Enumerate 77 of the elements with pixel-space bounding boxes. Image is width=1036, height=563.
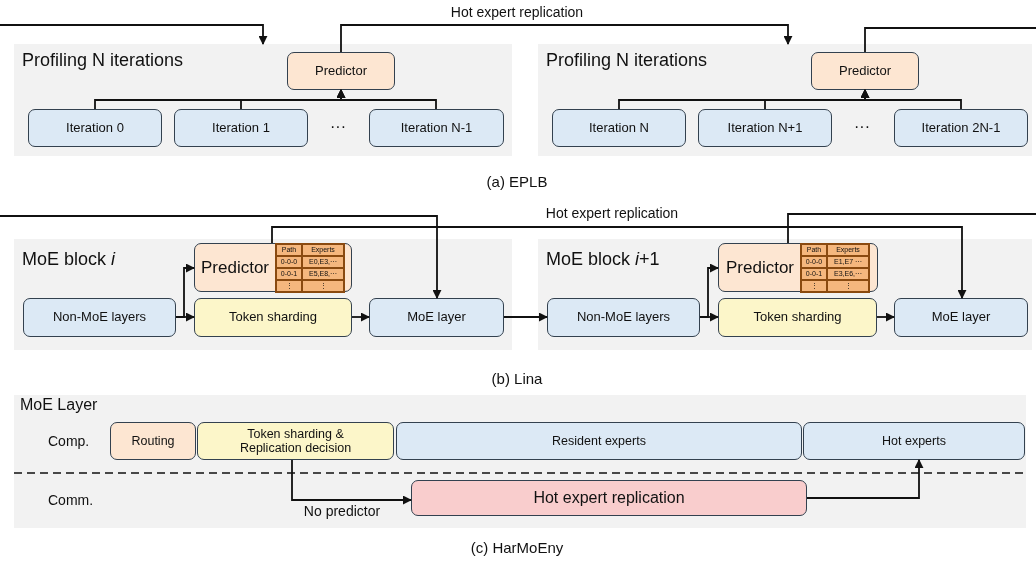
arrow [0, 24, 268, 45]
box-label: Token sharding & Replication decision [238, 426, 353, 456]
group-panel [14, 239, 512, 350]
process-box [197, 422, 394, 460]
process-box [803, 422, 1025, 460]
predictor-box [811, 52, 919, 90]
box-label: Predictor [839, 63, 891, 79]
box-label: MoE layer [407, 310, 466, 325]
box-label: Iteration N+1 [727, 120, 803, 136]
box-label: Routing [131, 433, 175, 449]
process-box [23, 298, 176, 337]
group-panel [14, 44, 512, 156]
box-label: Iteration N [589, 120, 649, 136]
arrow [0, 215, 442, 299]
process-box [411, 480, 807, 516]
panel-title: MoE block i+1 [546, 249, 660, 270]
process-box [552, 109, 686, 147]
process-box [547, 298, 700, 337]
predictor-box [194, 243, 352, 292]
box-label: Iteration 2N-1 [921, 120, 1001, 136]
arrow [351, 312, 370, 322]
box-label: Predictor [726, 257, 794, 278]
box-label: Non-MoE layers [576, 310, 671, 325]
arrow [699, 312, 719, 322]
arrow [271, 226, 967, 299]
row-label: Comp. [48, 432, 90, 449]
arrow [336, 89, 437, 110]
process-box [894, 298, 1028, 337]
group-panel [14, 395, 1026, 528]
panel-title: MoE block i [22, 249, 116, 270]
figure-caption: (a) EPLB [486, 173, 548, 190]
edge-label: No predictor [301, 503, 383, 519]
arrow [876, 312, 895, 322]
box-label: Token sharding [753, 310, 842, 325]
process-box [894, 109, 1028, 147]
box-label: Hot experts [882, 433, 946, 449]
box-label: Predictor [315, 63, 367, 79]
edge-label: Hot expert replication [543, 205, 681, 221]
arrow [806, 459, 924, 499]
connector-line [864, 27, 1036, 53]
connector-line [787, 213, 1036, 244]
panel-title: Profiling N iterations [22, 50, 184, 71]
arrow [503, 312, 548, 322]
box-label: Token sharding [228, 310, 318, 325]
group-panel [538, 239, 1032, 350]
arrow [860, 89, 962, 110]
predictor-box [287, 52, 395, 90]
box-label: Resident experts [552, 433, 646, 449]
ellipsis-text: ··· [330, 118, 346, 137]
process-box [110, 422, 196, 460]
process-box [718, 298, 877, 337]
arrow [175, 312, 195, 322]
figure-caption: (b) Lina [491, 370, 543, 387]
process-box [174, 109, 308, 147]
box-label: Iteration 1 [212, 120, 270, 136]
process-box [698, 109, 832, 147]
arrow [291, 459, 412, 505]
panel-title: Profiling N iterations [546, 50, 708, 71]
edge-label: Hot expert replication [448, 4, 586, 20]
panel-title: MoE Layer [20, 396, 98, 414]
box-label: Non-MoE layers [52, 310, 147, 325]
figure-caption: (c) HarMoEny [470, 539, 564, 556]
box-label: Iteration 0 [66, 120, 124, 136]
arrow [340, 24, 793, 53]
process-box [194, 298, 352, 337]
process-box [28, 109, 162, 147]
predictor-box [718, 243, 878, 292]
box-label: Predictor [201, 257, 269, 278]
row-label: Comm. [48, 491, 94, 508]
process-box [369, 298, 504, 337]
process-box [369, 109, 504, 147]
ellipsis-text: ··· [854, 118, 870, 137]
process-box [396, 422, 802, 460]
box-label: Iteration N-1 [400, 120, 473, 136]
box-label: Hot expert replication [533, 488, 685, 508]
group-panel [538, 44, 1032, 156]
box-label: MoE layer [931, 310, 991, 325]
